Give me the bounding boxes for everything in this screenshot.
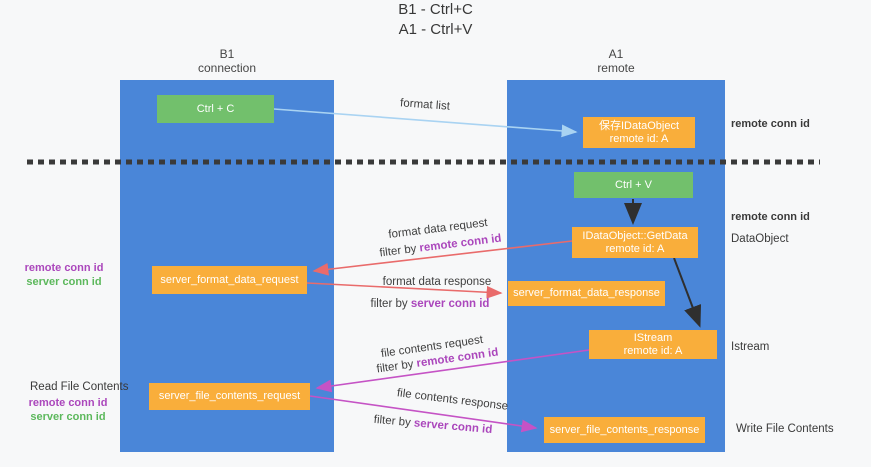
node-istream-line1: IStream [633, 331, 673, 344]
node-ctrl-c: Ctrl + C [157, 95, 274, 123]
node-save-idataobject: 保存IDataObject remote id: A [583, 117, 695, 148]
arrow-format-data-request [312, 240, 573, 276]
lane-header-b1: B1 connection [157, 47, 297, 75]
left-label-conn-ids-mid: remote conn id server conn id [18, 261, 110, 289]
lane-header-a1: A1 remote [546, 47, 686, 75]
node-save-idataobject-line1: 保存IDataObject [598, 119, 680, 132]
node-server-file-contents-request-label: server_file_contents_request [158, 390, 301, 402]
arrow-file-contents-response [309, 395, 538, 433]
node-server-format-data-request-label: server_format_data_request [160, 273, 299, 286]
arrow-format-list [273, 108, 578, 138]
node-istream-line2: remote id: A [623, 344, 683, 357]
node-getdata-line1: IDataObject::GetData [582, 229, 688, 242]
filter-by-text: filter by [370, 298, 411, 310]
node-ctrl-v: Ctrl + V [574, 172, 693, 198]
left-label-conn-ids-bottom: remote conn id server conn id [22, 396, 114, 424]
node-idataobject-getdata: IDataObject::GetData remote id: A [572, 227, 698, 258]
right-label-istream: Istream [731, 341, 770, 353]
right-label-dataobject: DataObject [731, 233, 789, 245]
node-server-format-data-request: server_format_data_request [152, 266, 307, 294]
node-ctrl-c-label: Ctrl + C [196, 102, 235, 115]
server-conn-id-text: server conn id [410, 298, 490, 310]
arrow-file-contents-request [315, 349, 590, 393]
label-format-data-response: format data response [382, 276, 492, 288]
lane-a1-role: remote [597, 61, 635, 75]
label-filter-by-server-conn-id-1: filter by server conn id [365, 298, 495, 310]
node-server-file-contents-request: server_file_contents_request [149, 383, 310, 410]
title-line-1: B1 - Ctrl+C [398, 1, 473, 18]
right-label-remote-conn-id-mid: remote conn id [731, 211, 810, 223]
diagram-title: B1 - Ctrl+C A1 - Ctrl+V [0, 0, 871, 40]
node-ctrl-v-label: Ctrl + V [615, 178, 652, 191]
node-server-format-data-response-label: server_format_data_response [513, 287, 660, 299]
lane-b1-name: B1 [219, 47, 235, 61]
title-line-2: A1 - Ctrl+V [398, 21, 473, 38]
left-server-conn-id-bottom: server conn id [30, 411, 106, 423]
arrow-getdata-to-istream [673, 257, 702, 328]
left-remote-conn-id-mid: remote conn id [24, 262, 104, 274]
left-remote-conn-id-bottom: remote conn id [28, 397, 108, 409]
right-label-remote-conn-id-top: remote conn id [731, 118, 810, 130]
node-getdata-line2: remote id: A [605, 242, 665, 255]
node-server-file-contents-response-label: server_file_contents_response [549, 423, 700, 436]
right-label-write-file-contents: Write File Contents [736, 423, 834, 435]
arrow-format-data-response [306, 282, 503, 299]
left-label-read-file-contents: Read File Contents [30, 381, 129, 393]
lane-b1-role: connection [197, 61, 257, 75]
node-server-file-contents-response: server_file_contents_response [544, 417, 705, 443]
node-istream: IStream remote id: A [589, 330, 717, 359]
left-server-conn-id-mid: server conn id [26, 276, 102, 288]
node-server-format-data-response: server_format_data_response [508, 281, 665, 306]
node-save-idataobject-line2: remote id: A [609, 132, 669, 145]
lane-a1-name: A1 [608, 47, 624, 61]
